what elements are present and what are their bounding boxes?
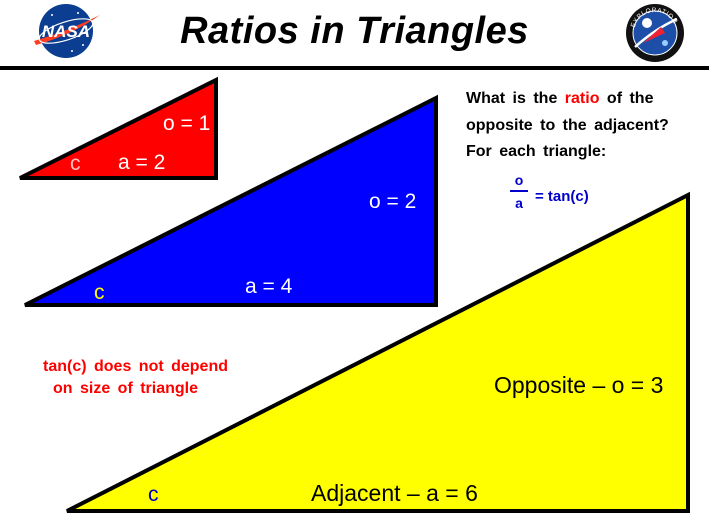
- question-line-1-suffix: of the: [606, 90, 654, 107]
- large-triangle: [66, 191, 690, 513]
- exploration-seal-logo: EXPLORATION: [626, 4, 684, 62]
- formula-numerator: o: [514, 172, 524, 188]
- question-line-3: For each triangle:: [466, 143, 607, 160]
- question-ratio-highlight: ratio: [564, 90, 600, 107]
- medium-triangle-angle-label: c: [94, 281, 105, 304]
- formula-result: = tan(c): [535, 188, 589, 205]
- medium-triangle: [24, 94, 438, 307]
- header-rule: [0, 66, 709, 70]
- small-triangle-adjacent-label: a = 2: [118, 151, 166, 174]
- small-triangle-opposite-label: o = 1: [163, 112, 211, 135]
- note-line-1: tan(c) does not depend: [43, 358, 228, 375]
- question-line-2: opposite to the adjacent?: [466, 117, 669, 134]
- large-triangle-angle-label: c: [148, 483, 159, 506]
- question-line-1: What is the ratio of the: [466, 90, 653, 108]
- page-title: Ratios in Triangles: [180, 10, 529, 52]
- medium-triangle-opposite-label: o = 2: [369, 190, 417, 213]
- formula-denominator: a: [515, 195, 523, 211]
- small-triangle: [19, 76, 218, 180]
- medium-triangle-adjacent-label: a = 4: [245, 275, 293, 298]
- nasa-logo-text: NASA: [42, 22, 90, 41]
- question-line-1-prefix: What is the: [466, 90, 558, 107]
- small-triangle-angle-label: c: [70, 152, 81, 175]
- large-triangle-opposite-label: Opposite – o = 3: [494, 372, 664, 398]
- large-triangle-adjacent-label: Adjacent – a = 6: [311, 480, 478, 506]
- fraction-bar: [510, 190, 528, 192]
- nasa-logo: NASA: [34, 4, 100, 58]
- formula-fraction: o a: [510, 172, 528, 211]
- note-line-2: on size of triangle: [53, 380, 199, 397]
